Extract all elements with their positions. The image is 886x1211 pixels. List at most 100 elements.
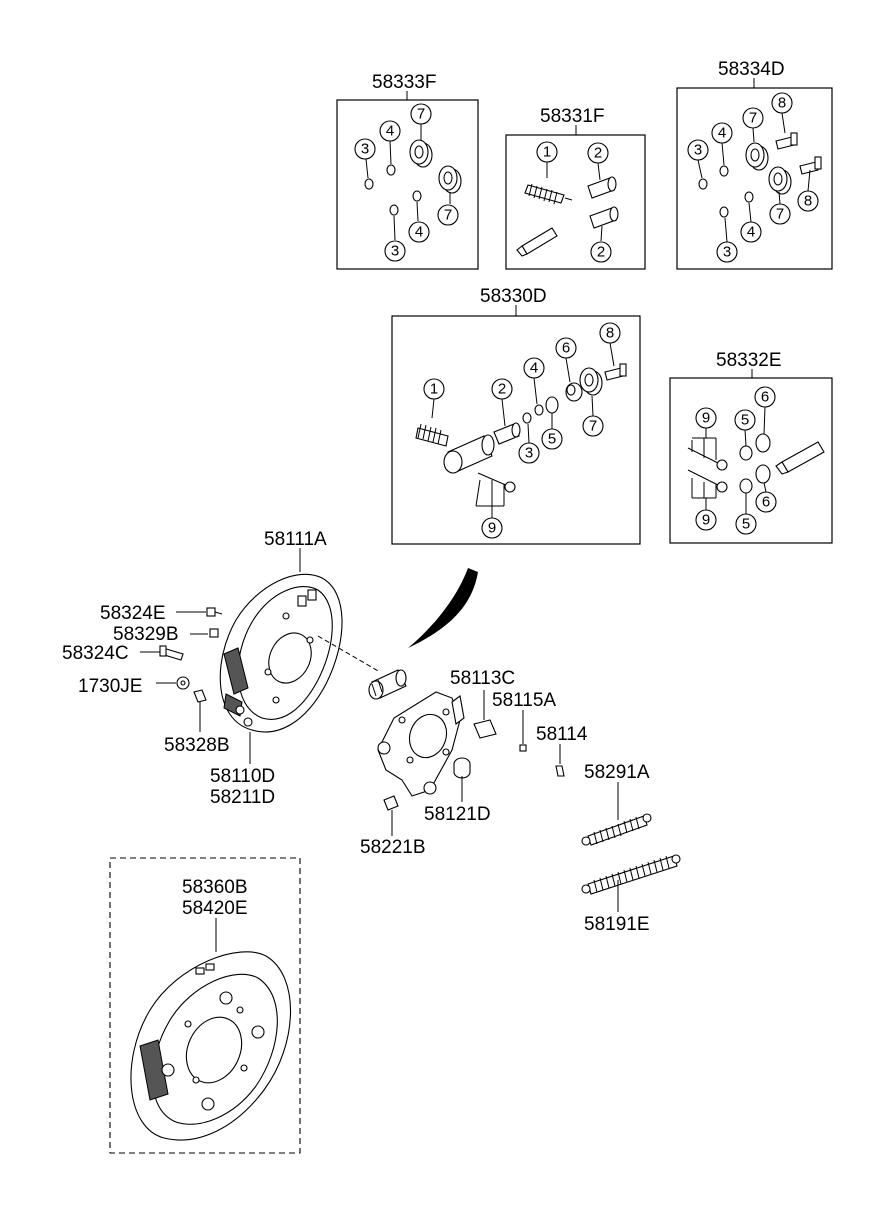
grease-tube xyxy=(516,227,558,257)
shoe-plate xyxy=(377,691,465,797)
callout: 4 xyxy=(530,360,538,377)
callout: 7 xyxy=(749,110,757,127)
clip-58113C xyxy=(473,690,497,739)
backing-plate xyxy=(219,573,343,733)
kit-58334D-box xyxy=(676,87,833,270)
spring-58291A xyxy=(581,782,652,846)
callout: 2 xyxy=(594,145,602,162)
callout: 2 xyxy=(498,381,506,398)
callout: 4 xyxy=(415,224,423,241)
callout: 6 xyxy=(762,494,770,511)
bleeder-screw-lower xyxy=(799,156,822,175)
callout: 4 xyxy=(386,123,394,140)
part-58114-label: 58114 xyxy=(536,724,588,745)
part-58110D-label: 58110D xyxy=(210,766,275,787)
bleeder-screw-upper xyxy=(775,132,798,150)
callout: 3 xyxy=(525,445,533,462)
pin-set xyxy=(475,472,516,507)
kit-58332E-label: 58332E xyxy=(716,350,782,371)
piston-lower xyxy=(589,206,619,229)
kit-58330D-label: 58330D xyxy=(480,286,547,307)
kit-58334D-label: 58334D xyxy=(718,59,785,80)
boot-large xyxy=(579,367,603,396)
kit-58334D: 58334D 3 xyxy=(676,59,833,270)
callout: 9 xyxy=(702,410,710,427)
callout: 7 xyxy=(589,418,597,435)
dust-shield xyxy=(130,951,292,1141)
callout: 6 xyxy=(761,389,769,406)
kit-58331F: 58331F 1 2 2 xyxy=(505,106,646,270)
boot-upper xyxy=(745,142,769,171)
boot xyxy=(565,382,583,402)
pin-58115A xyxy=(519,710,527,752)
callout: 2 xyxy=(597,244,605,261)
kit-58331F-label: 58331F xyxy=(540,106,604,127)
spring-part xyxy=(415,423,449,447)
bleeder-screw xyxy=(604,363,627,381)
boot-lower xyxy=(438,165,462,194)
part-58329B-label: 58329B xyxy=(113,624,179,645)
part-58191E-label: 58191E xyxy=(584,914,650,935)
callout: 5 xyxy=(548,431,556,448)
callout: 9 xyxy=(488,520,496,537)
washer-1730JE xyxy=(156,676,190,690)
kit-58333F-box xyxy=(336,99,479,270)
piston xyxy=(493,422,521,445)
callout: 1 xyxy=(543,144,551,161)
callout: 7 xyxy=(776,206,784,223)
part-1730JE-label: 1730JE xyxy=(78,676,142,697)
kit-58333F: 58333F 3 4 7 7 xyxy=(336,72,479,270)
callout: 6 xyxy=(562,340,570,357)
callout: 8 xyxy=(606,325,614,342)
pin-set-lower xyxy=(687,469,728,499)
bushing-58121D xyxy=(453,757,471,802)
spring-part xyxy=(524,183,573,205)
callout: 3 xyxy=(361,141,369,158)
kit-58332E-box xyxy=(669,377,833,544)
part-58113C-label: 58113C xyxy=(450,668,515,689)
pin-set-upper xyxy=(687,437,728,471)
kit-58330D-box xyxy=(391,315,641,545)
boot-lower xyxy=(768,166,792,195)
kit-58331F-box xyxy=(505,134,646,270)
callout: 3 xyxy=(723,244,731,261)
part-58121D-label: 58121D xyxy=(424,804,491,825)
spring-58191E xyxy=(581,854,681,912)
wheel-cylinder-body xyxy=(443,434,495,474)
bolt-58324E xyxy=(176,607,223,617)
nut-58329B xyxy=(190,628,219,638)
callout: 7 xyxy=(444,207,452,224)
pin-58114 xyxy=(555,744,565,777)
bolt-58324C xyxy=(140,645,184,661)
callout: 8 xyxy=(778,95,786,112)
grease-tube xyxy=(775,441,825,475)
part-58115A-label: 58115A xyxy=(492,690,556,711)
callout: 7 xyxy=(417,106,425,123)
callout: 3 xyxy=(391,243,399,260)
part-58360B-label: 58360B xyxy=(182,877,248,898)
callout: 4 xyxy=(747,224,755,241)
wheel-cylinder xyxy=(368,669,407,700)
piston-upper xyxy=(587,176,617,199)
kit-58332E: 58332E 9 5 6 9 xyxy=(669,350,833,544)
callout: 1 xyxy=(430,381,438,398)
kit-58330D: 58330D xyxy=(391,286,641,545)
part-58291A-label: 58291A xyxy=(584,762,650,783)
assembly-arrow xyxy=(408,568,478,648)
plug-58221B xyxy=(383,795,399,836)
boot-upper xyxy=(409,139,433,168)
part-58328B-label: 58328B xyxy=(164,735,230,756)
part-58111A-label: 58111A xyxy=(264,529,327,550)
part-58420E-label: 58420E xyxy=(182,898,248,919)
callout: 8 xyxy=(804,193,812,210)
callout: 5 xyxy=(741,412,749,429)
dust-shield-box xyxy=(109,857,301,1154)
callout: 3 xyxy=(694,142,702,159)
plug-58328B xyxy=(193,689,207,732)
callout: 5 xyxy=(742,516,750,533)
kit-58333F-label: 58333F xyxy=(372,72,436,93)
part-58221B-label: 58221B xyxy=(360,837,426,858)
part-58324C-label: 58324C xyxy=(62,643,129,664)
callout: 9 xyxy=(702,512,710,529)
